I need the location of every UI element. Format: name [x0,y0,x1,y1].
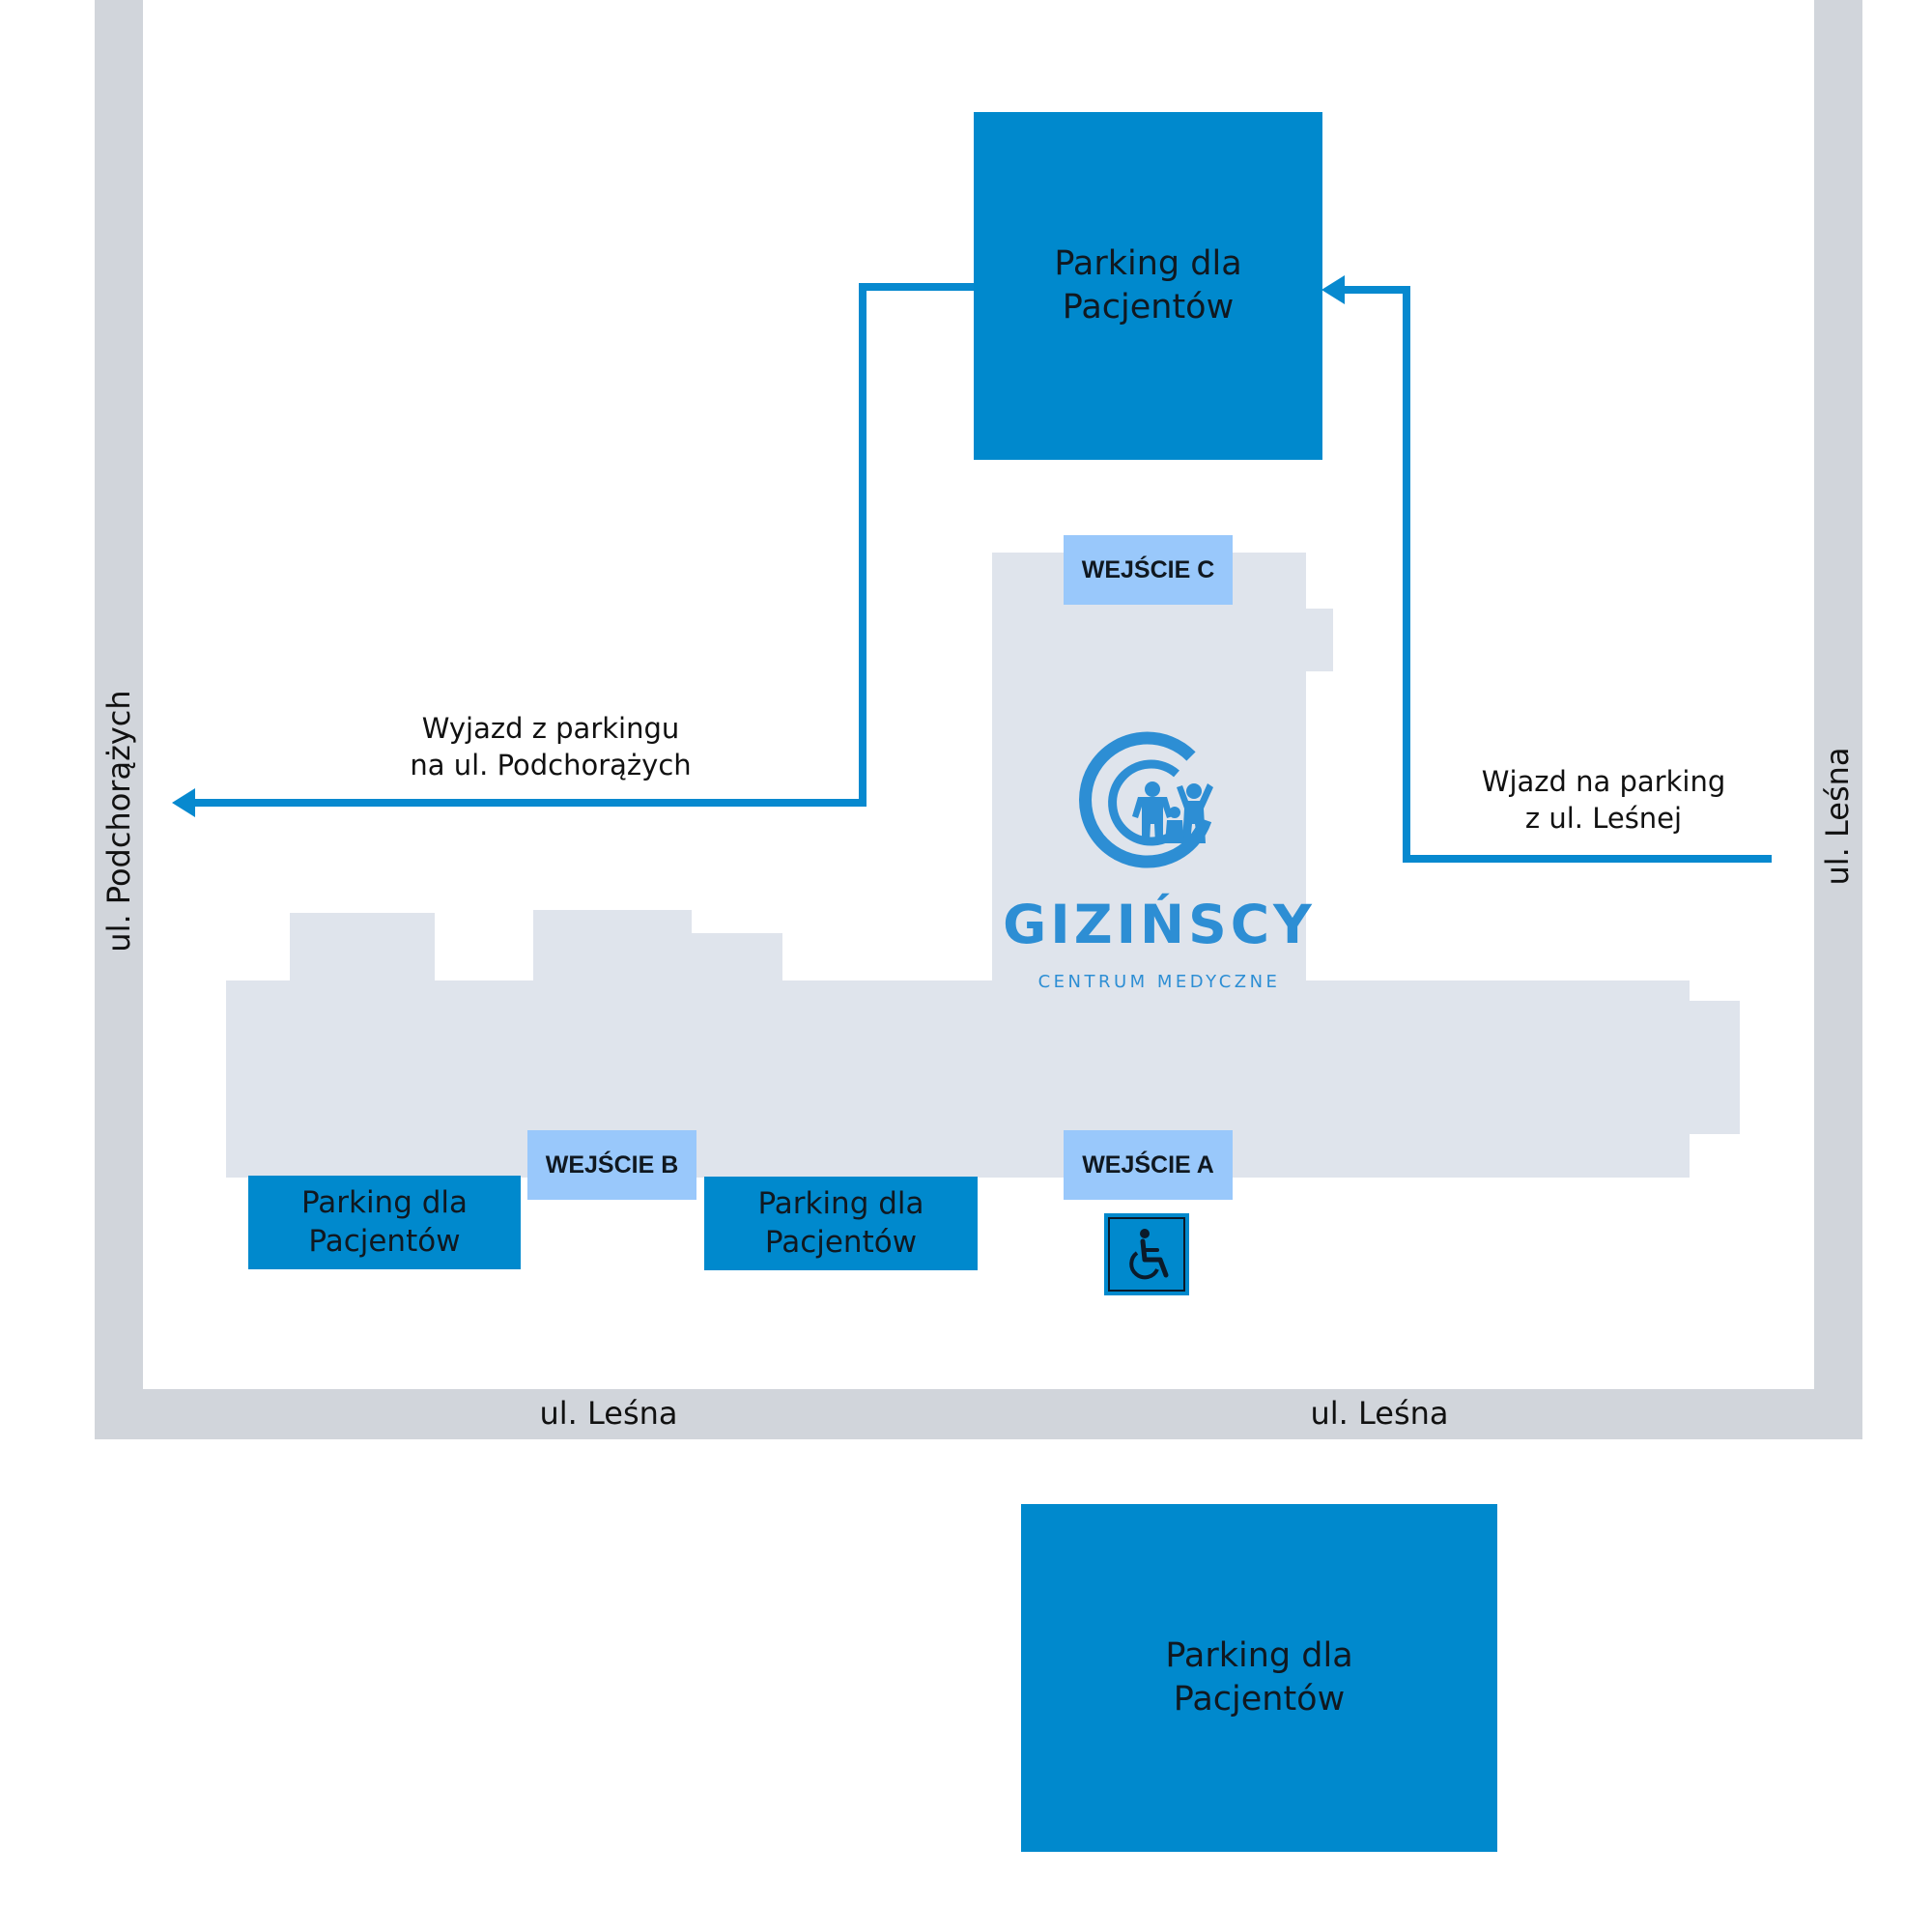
exit-arrow-head [172,788,195,817]
parking-bottom-left-label-line-2: Pacjentów [308,1223,461,1259]
entry-route-label: Wjazd na parking z ul. Leśnej [1449,763,1758,838]
street-bottom-right: ul. Leśna [1310,1395,1449,1432]
building-block-1 [290,913,435,982]
entry-arrow-head [1321,275,1345,304]
logo-name: GIZIŃSCY [1003,894,1316,955]
exit-route-label: Wyjazd z parkingu na ul. Podchorążych [367,710,734,784]
building-block-2 [533,910,692,982]
building-north-annex [1304,609,1333,671]
building-east-annex [1690,1001,1740,1134]
entry-route-label-line-2: z ul. Leśnej [1524,802,1683,836]
entrance-a: WEJŚCIE A [1064,1130,1233,1200]
parking-bottom-center-label-line-1: Parking dla [757,1185,924,1221]
exit-route-label-line-2: na ul. Podchorążych [410,749,692,782]
building-block-3 [690,933,782,982]
entrance-c: WEJŚCIE C [1064,535,1233,605]
parking-bottom-center-label-line-2: Pacjentów [764,1224,918,1260]
building-main-wing [226,980,1690,1178]
wheelchair-sign [1104,1213,1189,1295]
logo-tagline: CENTRUM MEDYCZNE [1037,972,1281,992]
family-c-logo-icon [1079,731,1213,868]
parking-outside-label-line-2: Pacjentów [1173,1680,1346,1719]
wheelchair-icon [1108,1217,1185,1292]
entry-route-line [1345,286,1772,863]
parking-outside-label-line-1: Parking dla [1165,1636,1353,1676]
exit-route-label-line-1: Wyjazd z parkingu [421,712,680,745]
street-left: ul. Podchorążych [100,690,137,952]
parking-top-label-line-1: Parking dla [1054,244,1242,284]
exit-route-line [187,283,976,807]
parking-bottom-left-label-line-1: Parking dla [300,1184,469,1220]
entrance-b: WEJŚCIE B [527,1130,696,1200]
entry-route-label-line-1: Wjazd na parking [1481,765,1726,798]
street-bottom-left: ul. Leśna [539,1395,678,1432]
street-right: ul. Leśna [1819,747,1856,886]
parking-top-label-line-2: Pacjentów [1062,288,1235,327]
